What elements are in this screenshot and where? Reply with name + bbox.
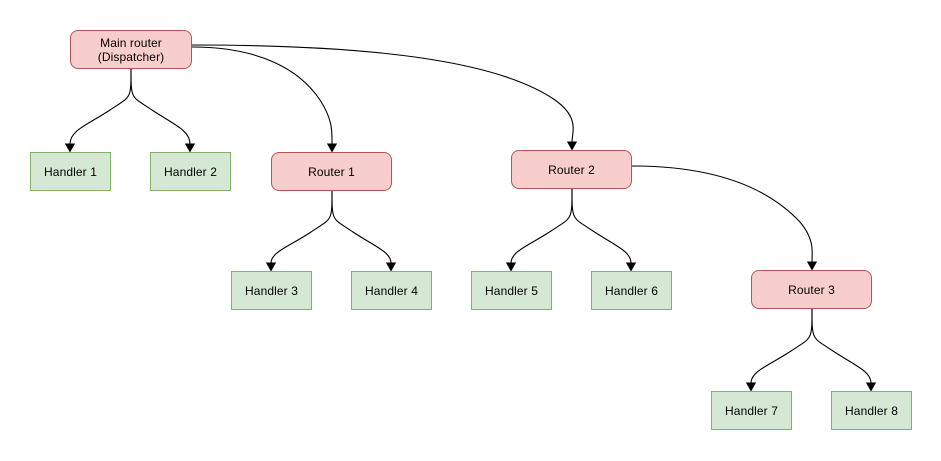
arrow-head-router-3 [806,261,818,271]
node-handler-6[interactable]: Handler 6 [591,271,672,310]
node-label: Handler 1 [44,164,97,179]
edge-main-router-to-handler-1 [69,68,132,145]
arrow-head-handler-2 [184,143,196,153]
node-handler-1[interactable]: Handler 1 [30,152,111,191]
edge-router-2-to-router-3 [631,165,813,263]
arrow-head-handler-4 [385,262,397,272]
node-handler-3[interactable]: Handler 3 [231,271,312,310]
arrow-head-handler-6 [625,262,637,272]
node-handler-8[interactable]: Handler 8 [831,391,912,430]
node-label: Main router (Dispatcher) [97,35,165,64]
edge-router-1-to-handler-3 [270,190,333,264]
node-label: Handler 8 [845,403,898,418]
node-router-2[interactable]: Router 2 [511,150,632,189]
node-router-1[interactable]: Router 1 [271,152,392,191]
node-main-router[interactable]: Main router (Dispatcher) [70,30,192,69]
node-label: Handler 6 [605,283,658,298]
node-label: Handler 3 [245,283,298,298]
arrow-head-handler-8 [865,382,877,392]
node-label: Handler 7 [725,403,778,418]
edge-router-2-to-handler-6 [571,188,632,264]
node-label: Router 1 [308,164,355,179]
node-router-3[interactable]: Router 3 [751,270,872,309]
edge-main-router-to-router-2 [191,44,574,143]
arrow-head-handler-1 [64,143,76,153]
arrow-head-handler-5 [505,262,517,272]
edge-main-router-to-router-1 [191,46,333,145]
node-label: Handler 4 [365,283,418,298]
edge-router-3-to-handler-8 [811,308,872,384]
node-label: Router 3 [788,282,835,297]
node-handler-4[interactable]: Handler 4 [351,271,432,310]
arrow-head-router-1 [326,143,338,153]
edge-router-3-to-handler-7 [750,308,813,384]
edge-router-1-to-handler-4 [331,190,392,264]
edge-main-router-to-handler-2 [130,68,191,145]
node-label: Handler 5 [485,283,538,298]
edge-router-2-to-handler-5 [510,188,573,264]
arrow-head-handler-3 [265,262,277,272]
node-label: Handler 2 [164,164,217,179]
node-handler-5[interactable]: Handler 5 [471,271,552,310]
node-handler-7[interactable]: Handler 7 [711,391,792,430]
node-handler-2[interactable]: Handler 2 [150,152,231,191]
arrow-head-router-2 [566,141,578,151]
arrow-head-handler-7 [745,382,757,392]
node-label: Router 2 [548,162,595,177]
